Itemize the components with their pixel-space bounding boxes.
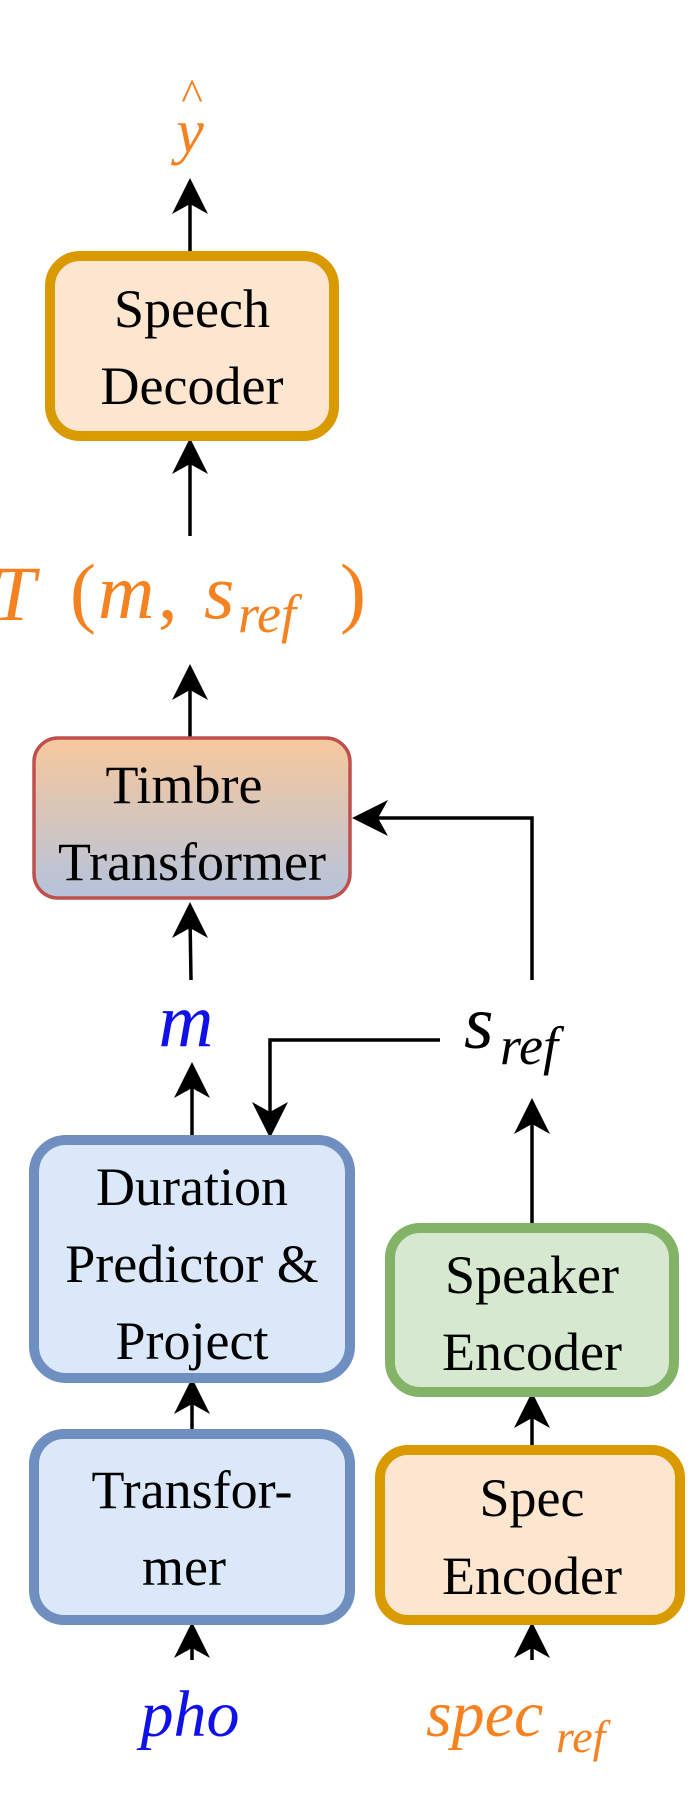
spec-encoder-line-1: Spec	[480, 1468, 585, 1528]
arrow-sref-to-timbre	[372, 816, 534, 980]
arrowhead-decoder	[172, 438, 208, 474]
arrowhead-timbre	[172, 902, 208, 938]
speaker-encoder-line-1: Speaker	[445, 1245, 619, 1305]
output-label: y ^	[170, 69, 204, 166]
transformer-box: Transfor- mer	[29, 1429, 355, 1625]
arrowhead-timbre-output	[172, 664, 208, 700]
output-hat: ^	[181, 69, 203, 120]
timbre-transformer-box: Timbre Transformer	[32, 736, 352, 900]
timbre-open-paren: (	[70, 548, 96, 635]
timbre-transformer-line-2: Transformer	[58, 832, 326, 892]
spec-encoder-line-2: Encoder	[442, 1546, 622, 1606]
timbre-s: s	[204, 548, 234, 635]
m-label: m	[159, 979, 214, 1063]
arrowhead-spec	[514, 1622, 550, 1658]
arrowhead-speaker	[514, 1392, 550, 1428]
speaker-encoder-line-2: Encoder	[442, 1322, 622, 1382]
sref-s: s	[464, 981, 494, 1065]
speaker-encoder-box: Speaker Encoder	[385, 1223, 679, 1397]
specref-label: spec ref	[426, 1678, 612, 1762]
duration-predictor-box: Duration Predictor & Project	[29, 1135, 355, 1383]
speech-decoder-box: Speech Decoder	[45, 251, 339, 441]
pho-label: pho	[137, 1678, 240, 1751]
arrowhead-transformer	[174, 1622, 210, 1658]
duration-predictor-line-1: Duration	[96, 1157, 288, 1217]
arrow-sref-to-duration	[268, 1038, 440, 1118]
specref-base: spec	[426, 1678, 543, 1751]
sref-sub: ref	[500, 1016, 565, 1076]
duration-predictor-line-2: Predictor &	[65, 1234, 318, 1294]
output-y: y	[170, 98, 204, 166]
speech-decoder-line-2: Decoder	[101, 356, 284, 416]
arrowhead-timbre-side	[352, 800, 388, 836]
timbre-transformer-line-1: Timbre	[105, 755, 262, 815]
timbre-m: m	[98, 548, 154, 635]
transformer-line-2: mer	[142, 1537, 226, 1597]
arrowhead-sref	[514, 1098, 550, 1134]
timbre-func: T	[0, 550, 40, 637]
speech-decoder-line-1: Speech	[114, 279, 270, 339]
arrowhead-m	[174, 1062, 210, 1098]
duration-predictor-line-3: Project	[116, 1311, 269, 1371]
arrowhead-output	[172, 178, 208, 214]
transformer-line-1: Transfor-	[92, 1460, 293, 1520]
sref-label: s ref	[464, 981, 565, 1076]
timbre-sub-ref: ref	[238, 584, 303, 644]
arrowhead-duration	[174, 1378, 210, 1414]
timbre-close-paren: )	[340, 548, 366, 635]
spec-encoder-box: Spec Encoder	[375, 1445, 685, 1625]
timbre-comma: ,	[158, 548, 178, 635]
arrowhead-duration-top	[252, 1102, 288, 1138]
specref-sub: ref	[556, 1711, 612, 1762]
timbre-output-label: T ( m , s ref )	[0, 548, 366, 644]
connectors	[172, 178, 550, 1660]
